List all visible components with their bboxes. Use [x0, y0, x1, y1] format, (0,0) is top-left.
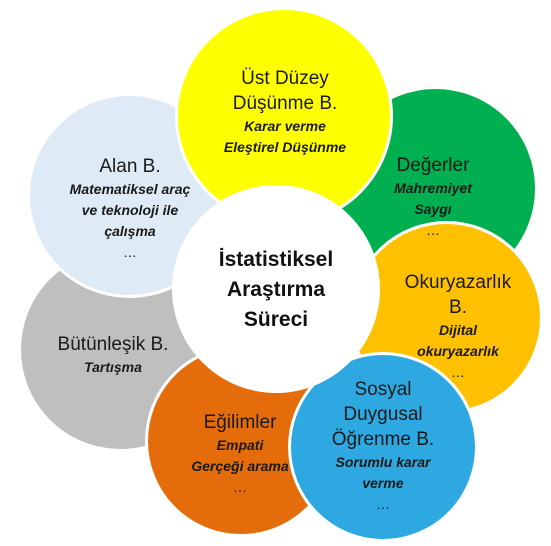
okuryazarlik-label: Okuryazarlık B. Dijital okuryazarlık … — [390, 268, 526, 384]
okuryazarlik-title-1: Okuryazarlık — [404, 272, 512, 293]
okuryazarlik-item-1: Dijital — [438, 322, 478, 338]
sosyal-title-1: Sosyal — [354, 378, 412, 400]
degerler-label: Değerler Mahremiyet Saygı … — [368, 148, 498, 244]
alan-more: … — [123, 244, 137, 260]
alan-item-3: çalışma — [104, 223, 156, 239]
butunlesik-item-1: Tartışma — [84, 359, 142, 375]
sosyal-title-2: Duygusal — [343, 403, 423, 425]
sosyal-item-1: Sorumlu karar — [335, 453, 431, 470]
degerler-item-2: Saygı — [414, 200, 452, 217]
sosyal-circle — [288, 352, 478, 542]
sosyal-title-3: Öğrenme B. — [331, 428, 435, 450]
egilimler-item-2: Gerçeği arama — [191, 457, 289, 474]
egilimler-label: Eğilimler Empati Gerçeği arama … — [165, 405, 315, 501]
butunlesik-title-1: Bütünleşik B. — [57, 334, 169, 355]
egilimler-item-1: Empati — [216, 436, 264, 453]
sosyal-label: Sosyal Duygusal Öğrenme B. Sorumlu karar… — [313, 372, 453, 518]
sosyal-more: … — [376, 495, 390, 512]
butunlesik-label: Bütünleşik B. Tartışma — [38, 330, 188, 380]
egilimler-title-1: Eğilimler — [203, 411, 277, 433]
egilimler-more: … — [233, 478, 247, 495]
degerler-item-1: Mahremiyet — [394, 179, 472, 196]
alan-title-1: Alan B. — [99, 156, 161, 177]
okuryazarlik-title-2: B. — [449, 297, 467, 318]
sosyal-item-2: verme — [362, 474, 404, 491]
ust-title-1: Üst Düzey — [241, 68, 329, 89]
ust-title-2: Düşünme B. — [232, 93, 338, 114]
center-title-2: Araştırma — [226, 278, 326, 301]
okuryazarlik-item-2: okuryazarlık — [417, 343, 499, 359]
center-circle — [172, 185, 380, 393]
center-title-3: Süreci — [243, 308, 309, 331]
ust-label: Üst Düzey Düşünme B. Karar verme Eleştir… — [185, 62, 385, 162]
alan-item-2: ve teknoloji ile — [81, 202, 179, 218]
okuryazarlik-more: … — [451, 364, 465, 380]
alan-label: Alan B. Matematiksel araç ve teknoloji i… — [50, 150, 210, 266]
center-title-1: İstatistiksel — [218, 248, 334, 271]
ust-item-1: Karar verme — [244, 118, 326, 134]
degerler-title-1: Değerler — [396, 154, 470, 176]
ust-item-2: Eleştirel Düşünme — [223, 139, 347, 155]
alan-item-1: Matematiksel araç — [69, 181, 191, 197]
center-label: İstatistiksel Araştırma Süreci — [182, 240, 370, 340]
degerler-more: … — [426, 221, 440, 238]
